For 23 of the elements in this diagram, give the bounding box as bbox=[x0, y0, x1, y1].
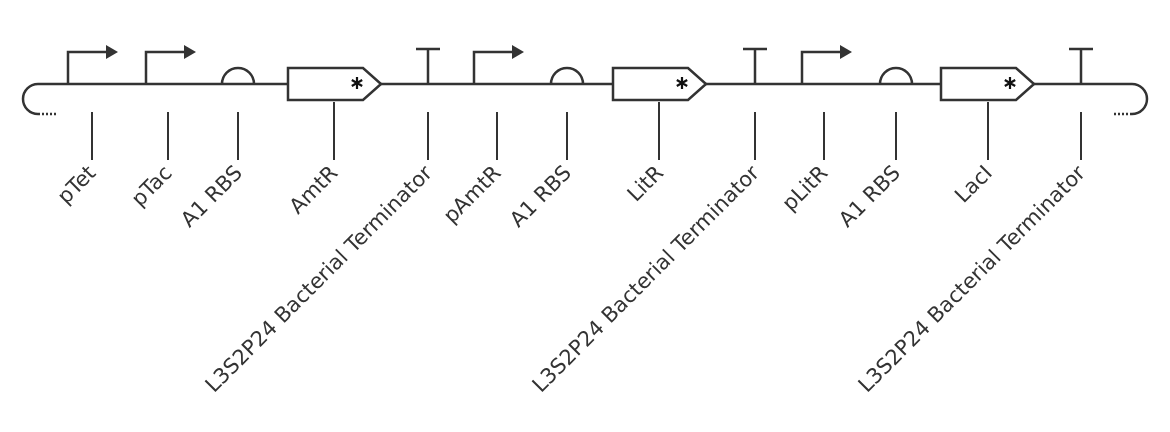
leader-line bbox=[237, 111, 239, 161]
rbs-symbol bbox=[221, 66, 255, 85]
leader-line bbox=[167, 111, 169, 161]
part-label: LitR bbox=[621, 160, 669, 207]
rbs-symbol bbox=[879, 66, 913, 85]
coding-sequence-symbol bbox=[287, 67, 383, 102]
leader-line bbox=[987, 101, 989, 161]
coding-sequence-symbol bbox=[940, 67, 1036, 102]
coding-sequence-symbol bbox=[612, 67, 708, 102]
leader-line bbox=[895, 111, 897, 161]
terminator-symbol bbox=[415, 48, 441, 85]
leader-line bbox=[496, 111, 498, 161]
leader-line bbox=[91, 111, 93, 161]
leader-line bbox=[823, 111, 825, 161]
leader-line bbox=[427, 111, 429, 161]
leader-line bbox=[566, 111, 568, 161]
leader-line bbox=[754, 111, 756, 161]
terminator-symbol bbox=[1068, 48, 1094, 85]
leader-line bbox=[658, 101, 660, 161]
leader-line bbox=[333, 101, 335, 161]
leader-line bbox=[1080, 111, 1082, 161]
rbs-symbol bbox=[550, 66, 584, 85]
terminator-symbol bbox=[742, 48, 768, 85]
